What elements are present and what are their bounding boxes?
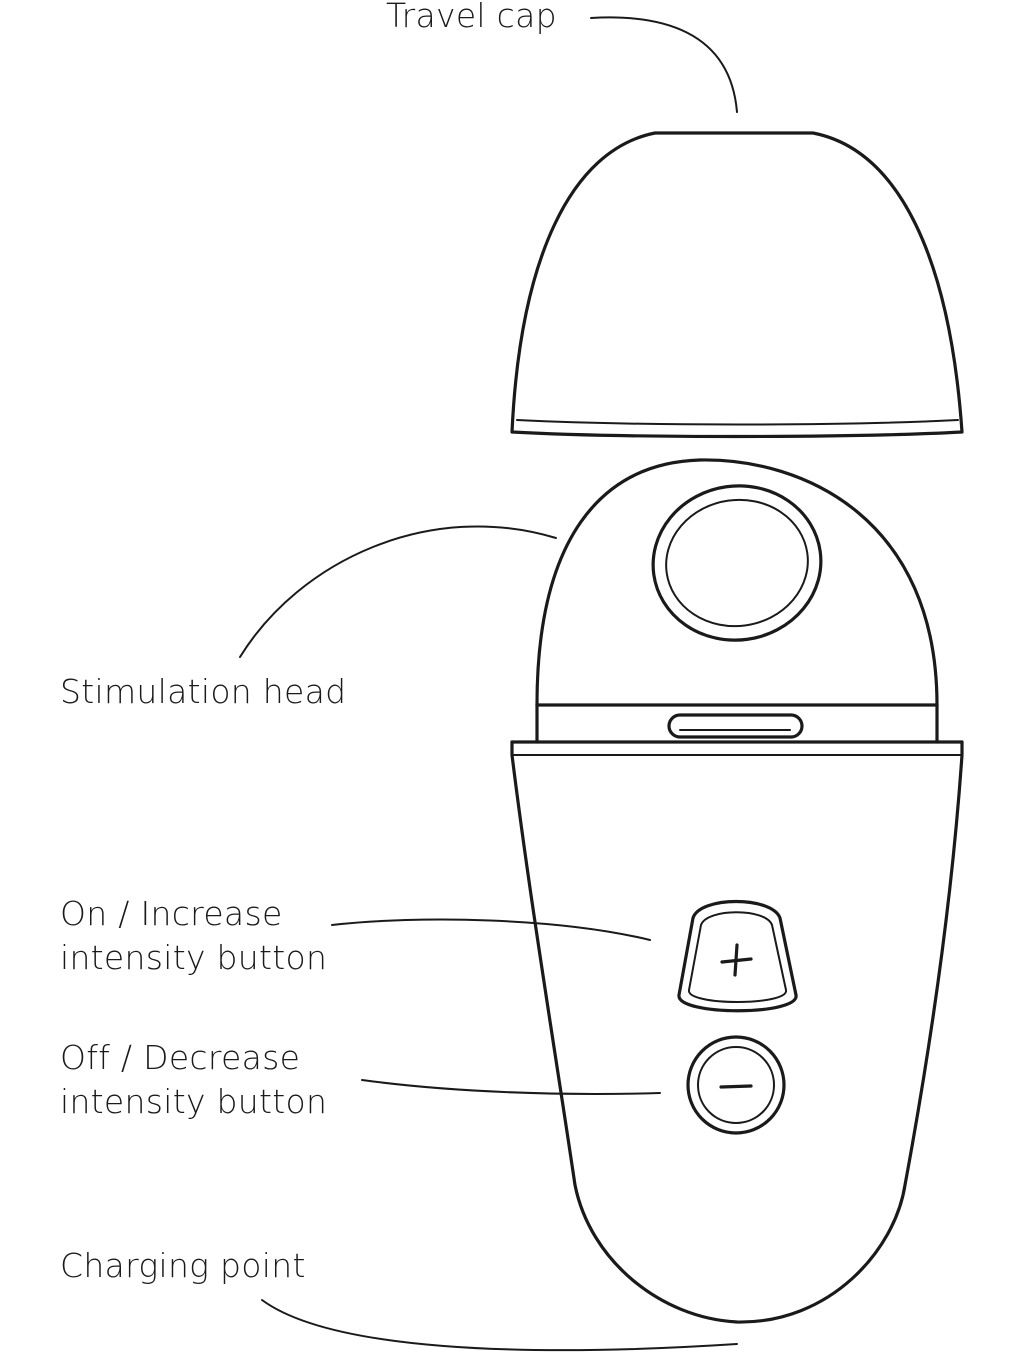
label-stimulation-head: Stimulation head (60, 670, 346, 714)
oval-opening-inner (665, 498, 809, 628)
minus-icon (719, 1084, 753, 1089)
oval-opening-outer (651, 484, 823, 642)
label-increase-line1: On / Increase (60, 894, 283, 933)
label-travel-cap-text: Travel cap (386, 0, 557, 35)
stimulation-head (535, 458, 939, 744)
label-decrease-line1: Off / Decrease (60, 1038, 301, 1077)
increase-button (677, 900, 798, 1013)
label-decrease-line2: intensity button (60, 1082, 328, 1121)
label-travel-cap: Travel cap (386, 0, 557, 38)
label-charging-point-text: Charging point (60, 1246, 306, 1285)
leader-travel-cap (590, 16, 738, 113)
collar-slot (667, 713, 804, 739)
leader-stimulation-head (239, 525, 557, 658)
leader-charging (261, 1299, 738, 1352)
label-increase-line2: intensity button (60, 938, 328, 977)
leader-decrease (361, 1079, 661, 1095)
label-increase-button: On / Increase intensity button (60, 892, 327, 980)
label-charging-point: Charging point (60, 1244, 306, 1288)
travel-cap (510, 131, 964, 439)
label-decrease-button: Off / Decrease intensity button (60, 1036, 327, 1124)
device-body (510, 740, 964, 1324)
decrease-button (686, 1035, 786, 1135)
leader-increase (331, 918, 651, 941)
plus-icon-v (733, 943, 739, 977)
label-stimulation-head-text: Stimulation head (60, 672, 347, 711)
